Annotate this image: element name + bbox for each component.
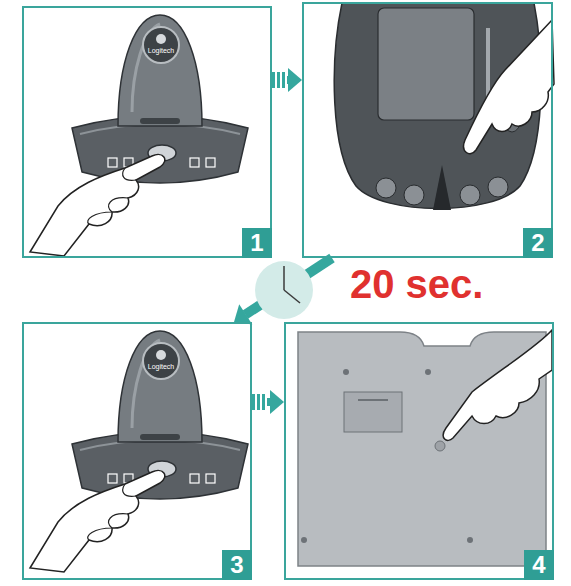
logo-text: Logitech [141,363,181,370]
step-panel: 2 [302,2,553,258]
step-arrow [234,254,335,325]
step-arrow [272,68,302,92]
logo-text: Logitech [141,47,181,54]
step-number: 2 [523,228,553,258]
step-panel: 3 [22,322,252,580]
step-arrow [252,390,284,414]
time-label: 20 sec. [350,262,483,307]
step-number: 4 [524,550,554,580]
step-panel: 4 [284,322,554,580]
step-panel: 1 [22,6,272,258]
step-number: 1 [242,228,272,258]
step-number: 3 [222,550,252,580]
